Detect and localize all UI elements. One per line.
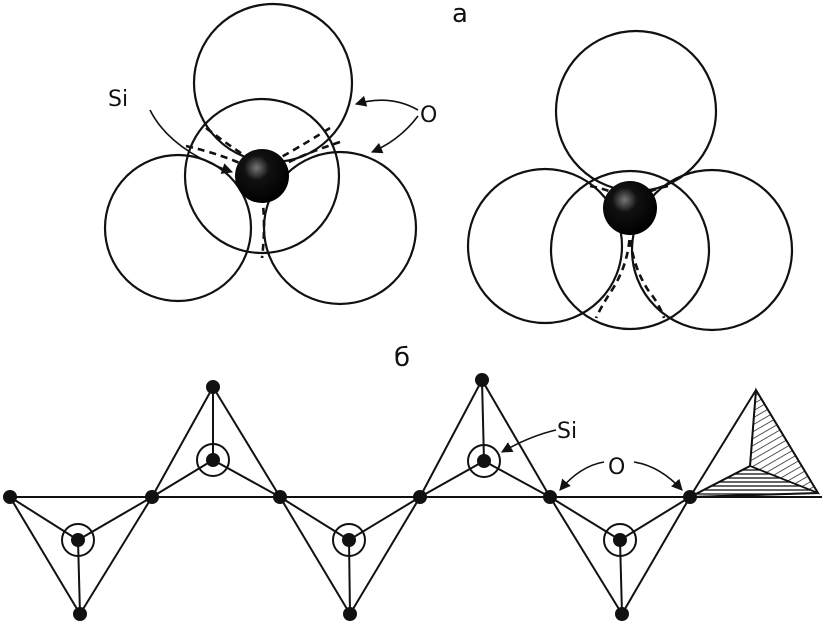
tetrahedron-down-1	[9, 496, 153, 615]
oxygen-atom-top	[554, 29, 718, 193]
si-pointer-b	[501, 429, 557, 453]
bond-dash	[628, 227, 666, 319]
oxygen-atom	[683, 490, 697, 504]
o-label-b: O	[608, 455, 625, 480]
tetrahedra-chain: Si O	[3, 373, 822, 621]
oxygen-atom-right	[262, 150, 418, 306]
silicon-ring	[332, 523, 366, 557]
oxygen-dots	[3, 373, 697, 621]
part-a-label: а	[452, 0, 468, 29]
silicon-atom	[235, 149, 289, 203]
oxygen-atom-left	[103, 153, 253, 303]
tetrahedron-solid	[688, 387, 820, 499]
bond-dash	[594, 227, 632, 319]
o-pointer	[370, 115, 419, 154]
oxygen-atom	[73, 607, 87, 621]
tetrahedron-side-view	[466, 29, 794, 332]
silicon-ring	[603, 523, 637, 557]
silicon-ring	[61, 523, 95, 557]
tetrahedron-up-2	[419, 379, 551, 498]
si-label-a: Si	[108, 87, 128, 112]
oxygen-atom	[475, 373, 489, 387]
silicon-atom	[342, 533, 356, 547]
oxygen-atom	[145, 490, 159, 504]
oxygen-atom-left	[466, 167, 624, 325]
oxygen-atom	[543, 490, 557, 504]
part-b-label: б	[394, 343, 410, 373]
tetra-outline	[688, 388, 820, 499]
oxygen-atom-front	[183, 97, 341, 255]
silicon-atom	[613, 533, 627, 547]
si-label-b: Si	[557, 419, 577, 444]
o-label-a: O	[420, 103, 437, 128]
silicon-atom	[603, 181, 657, 235]
o-pointer-b	[633, 461, 683, 491]
si-pointer	[149, 109, 234, 174]
oxygen-atom-front	[549, 169, 711, 331]
silicon-atom	[71, 533, 85, 547]
tetrahedron-down-3	[549, 496, 691, 615]
silicon-ring	[196, 443, 230, 477]
oxygen-atom	[343, 607, 357, 621]
silicon-atom	[206, 453, 220, 467]
tetrahedron-top-view: Si O	[103, 2, 437, 306]
oxygen-atom	[3, 490, 17, 504]
o-pointer-b	[559, 461, 605, 491]
oxygen-atom	[206, 380, 220, 394]
silicon-atom	[477, 454, 491, 468]
oxygen-atom-right	[630, 168, 794, 332]
oxygen-atom	[273, 490, 287, 504]
oxygen-atom	[615, 607, 629, 621]
oxygen-atom	[413, 490, 427, 504]
silicon-ring	[467, 444, 501, 478]
bond-dash	[205, 126, 256, 164]
tetrahedron-down-2	[279, 496, 421, 615]
o-pointer	[354, 95, 419, 111]
tetrahedron-up-1	[151, 386, 281, 498]
